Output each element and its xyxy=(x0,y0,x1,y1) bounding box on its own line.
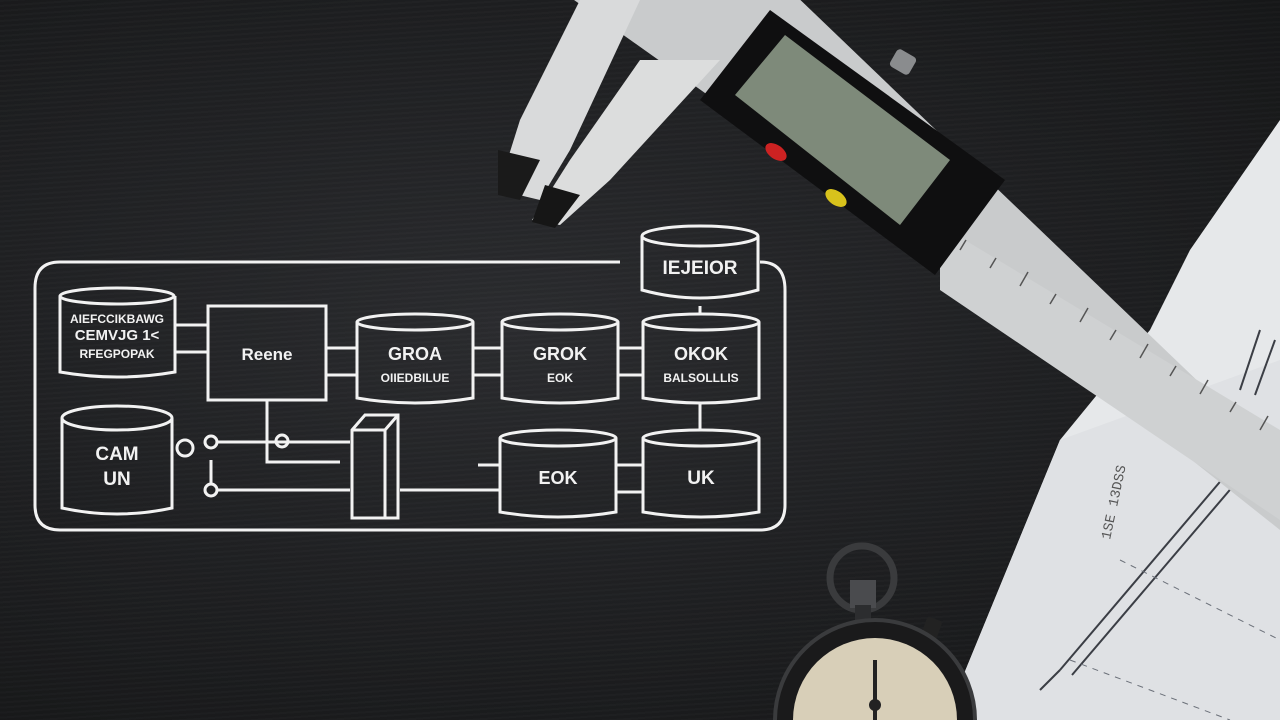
node-label: EOK xyxy=(547,371,573,385)
node-label: CEMVJG 1< xyxy=(75,327,160,344)
node-label: Reene xyxy=(241,345,292,364)
node-label: OIIEDBILUE xyxy=(381,371,450,385)
chalk-diagram xyxy=(33,224,787,532)
node-label: EOK xyxy=(538,468,577,488)
diagram-labels: IEJEIOR AIEFCCIKBAWG CEMVJG 1< RFEGPOPAK… xyxy=(70,258,739,490)
node-label: OKOK xyxy=(674,344,728,364)
node-label: UN xyxy=(103,469,130,490)
stopwatch xyxy=(773,542,977,720)
node-label: GROK xyxy=(533,344,587,364)
node-label: UK xyxy=(687,468,715,489)
node-label: BALSOLLLIS xyxy=(663,371,738,385)
node-label: GROA xyxy=(388,344,442,364)
digital-caliper xyxy=(498,0,1280,530)
node-label: IEJEIOR xyxy=(663,258,738,279)
node-label: CAM xyxy=(95,444,138,465)
node-label: RFEGPOPAK xyxy=(79,347,154,361)
node-label: AIEFCCIKBAWG xyxy=(70,312,164,326)
